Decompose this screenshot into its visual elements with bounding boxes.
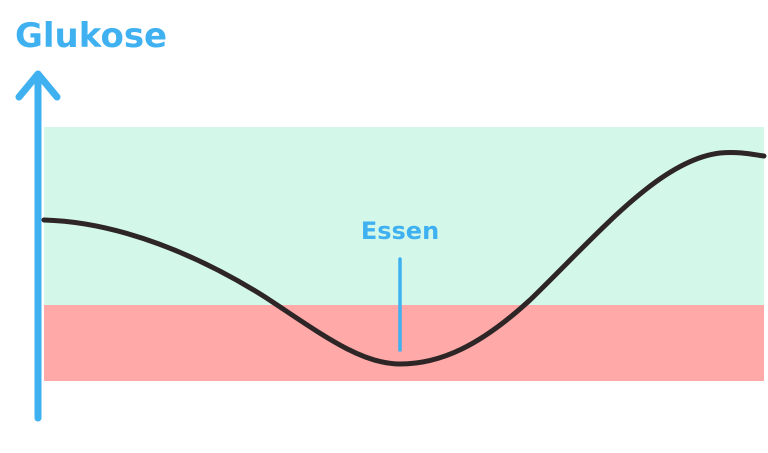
low-range-band [44,305,764,381]
y-axis-arrowhead-icon [15,70,61,101]
normal-range-band [44,127,764,305]
glucose-curve [41,149,767,367]
diagram-title: Glukose [15,16,167,56]
meal-annotation-label: Essen [361,217,439,245]
